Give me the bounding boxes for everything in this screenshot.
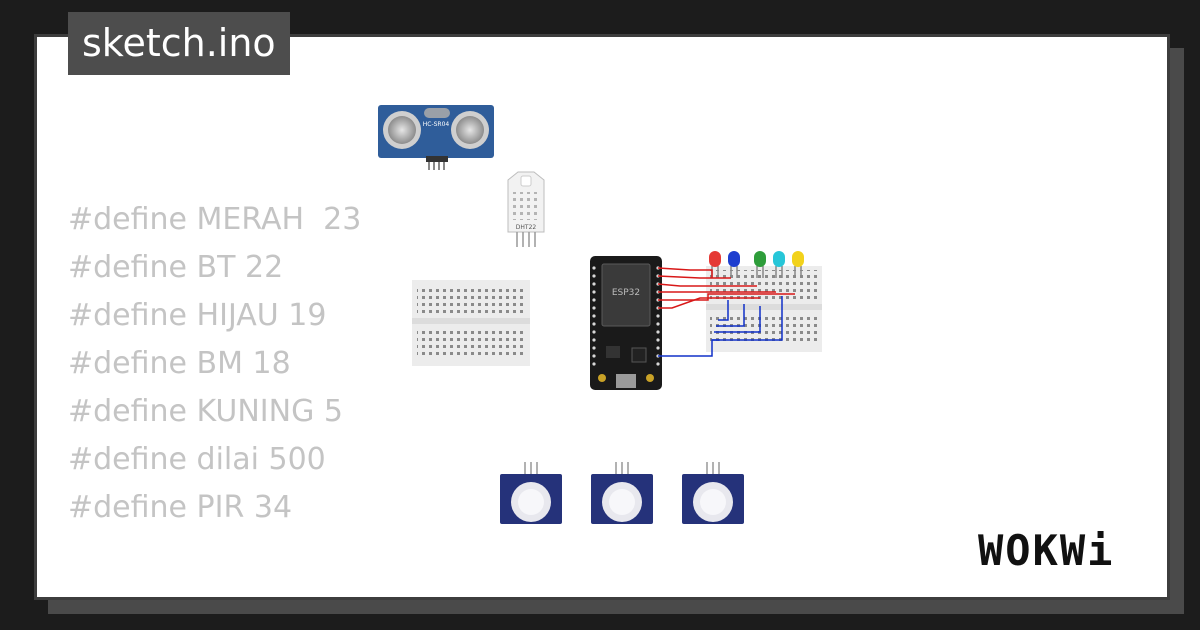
blue-wires — [658, 296, 783, 357]
led-green[interactable] — [754, 251, 766, 278]
code-line: #define PIR 34 — [68, 490, 293, 525]
code-line: #define BT 22 — [68, 250, 284, 285]
code-line: #define BM 18 — [68, 346, 291, 381]
ultrasonic-label: HC-SR04 — [423, 121, 450, 128]
esp32-board[interactable]: ESP32 — [590, 256, 662, 390]
led-blue[interactable] — [728, 251, 740, 278]
code-snippet: #define MERAH 23 #define BT 22 #define H… — [68, 198, 361, 534]
code-line: #define HIJAU 19 — [68, 298, 327, 333]
ultrasonic-sensor[interactable]: HC-SR04 — [378, 105, 494, 170]
esp32-label: ESP32 — [612, 288, 640, 298]
breadboard-left[interactable] — [412, 280, 530, 366]
pir-sensor[interactable] — [591, 462, 653, 524]
code-line: #define KUNING 5 — [68, 394, 343, 429]
red-wires — [657, 267, 795, 309]
dht22-label: DHT22 — [516, 224, 537, 231]
led-cyan[interactable] — [773, 251, 785, 278]
code-line: #define dilai 500 — [68, 442, 326, 477]
dht22-sensor[interactable]: DHT22 — [507, 171, 545, 247]
breadboard-right[interactable] — [706, 266, 822, 352]
sketch-title: sketch.ino — [68, 12, 290, 75]
pir-sensor[interactable] — [682, 462, 744, 524]
led-yellow[interactable] — [792, 251, 804, 278]
code-line: #define MERAH 23 — [68, 202, 362, 237]
pir-sensor[interactable] — [500, 462, 562, 524]
wokwi-logo: WOKWi — [978, 526, 1115, 575]
